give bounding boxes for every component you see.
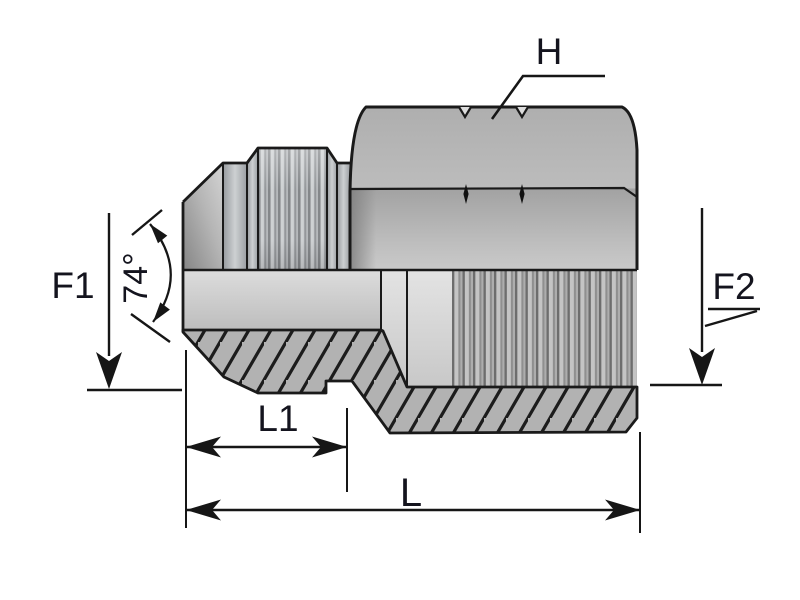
dim-l1 <box>185 350 348 528</box>
male-bore-cavity <box>183 271 381 330</box>
section-lower-half <box>181 271 639 435</box>
dim-f2 <box>650 208 760 387</box>
male-thread-runout-right <box>327 148 337 270</box>
male-collar-band <box>223 163 247 270</box>
label-cone-angle: 74° <box>117 252 155 303</box>
label-l1: L1 <box>257 398 298 439</box>
thread-witness-marks <box>458 106 529 204</box>
label-f1: F1 <box>51 265 94 306</box>
label-hex: H <box>536 31 563 72</box>
hex-nut-body <box>350 107 637 270</box>
hex-outline <box>348 105 639 270</box>
female-counterbore <box>407 271 452 387</box>
dim-cone-angle <box>130 209 172 343</box>
dim-h-leader <box>490 74 605 120</box>
male-thread-runout-left <box>247 148 258 270</box>
section-hatching <box>181 328 639 435</box>
male-flare-cone <box>183 163 223 270</box>
bore-transition-cone <box>381 271 407 387</box>
male-back-band <box>337 163 350 270</box>
hex-facet-line <box>350 186 638 198</box>
male-thread-sheen <box>258 148 327 270</box>
external-upper-half <box>181 105 639 332</box>
label-f2: F2 <box>712 266 755 307</box>
dimensions <box>87 74 760 533</box>
label-l: L <box>400 471 422 515</box>
female-thread-section <box>452 271 637 387</box>
dim-l <box>186 432 641 533</box>
dim-f1 <box>87 213 182 392</box>
